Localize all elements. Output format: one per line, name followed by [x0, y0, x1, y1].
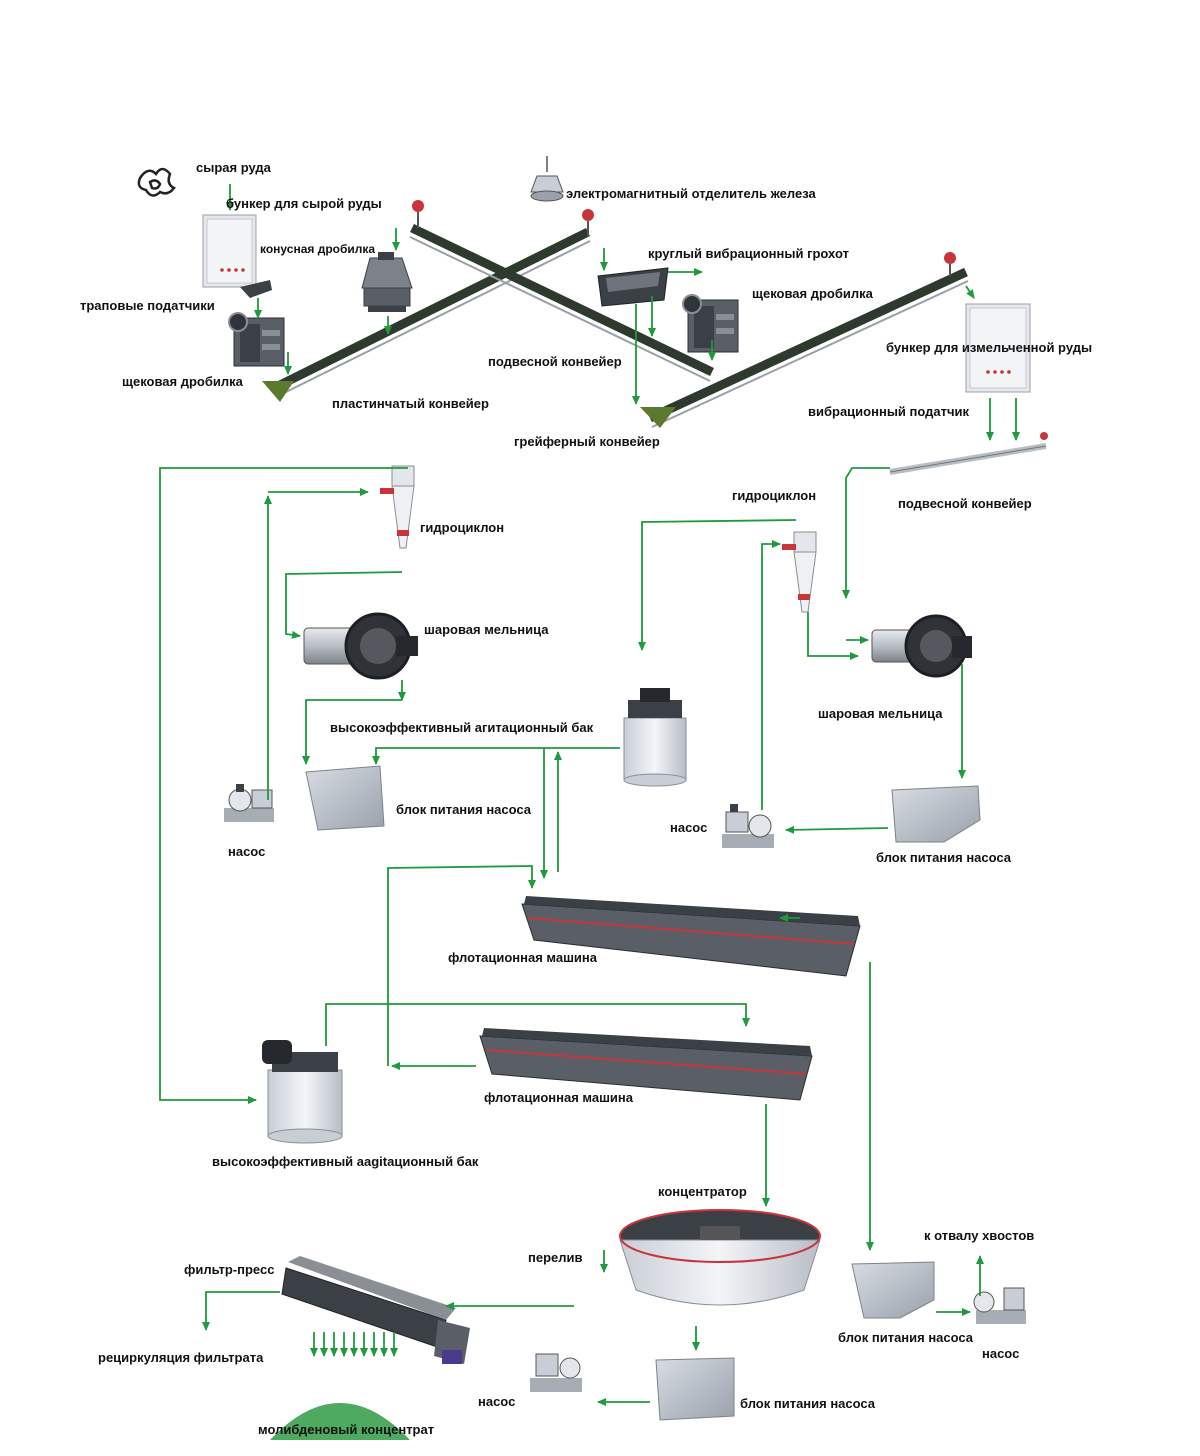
- flow-arrow: [159, 467, 408, 1104]
- electromagnetic-separator: [530, 156, 564, 202]
- label-overflow: перелив: [528, 1250, 583, 1265]
- hanging-conveyor-top: [409, 200, 714, 382]
- label-raw-ore: сырая руда: [196, 160, 271, 175]
- agitation-tank-bottom: [262, 1040, 343, 1144]
- filter-press: [281, 1256, 470, 1364]
- label-hanging-conveyor-right: подвесной конвейер: [898, 496, 1032, 511]
- flow-arrow: [785, 825, 889, 834]
- flotation-machine-1: [521, 896, 861, 977]
- flow-arrow: [540, 747, 620, 879]
- crushed-ore-bin: [965, 303, 1031, 393]
- label-plate-conveyor: пластинчатый конвейер: [332, 396, 489, 411]
- label-molybdenum-concentrate: молибденовый концентрат: [258, 1422, 435, 1437]
- label-agitation-tank-bottom: высокоэффективный aagitационный бак: [212, 1154, 479, 1169]
- plate-conveyor: [277, 209, 594, 395]
- raw-ore-bin: [202, 214, 272, 298]
- label-hydrocyclone-right: гидроциклон: [732, 488, 817, 503]
- flow-arrow: [761, 540, 781, 810]
- label-jaw-crusher-left: щековая дробилка: [122, 374, 243, 389]
- agitation-tank-top: [623, 688, 687, 787]
- label-pump-feed-block-bottom: блок питания насоса: [740, 1396, 876, 1411]
- label-ball-mill-left: шаровая мельница: [424, 622, 549, 637]
- pump-bottom: [530, 1353, 582, 1392]
- label-filter-press: фильтр-пресс: [184, 1262, 275, 1277]
- label-hydrocyclone-left: гидроциклон: [420, 520, 505, 535]
- molybdenum-concentrate-pile: [270, 1403, 410, 1440]
- label-crushed-ore-bin: бункер для измельченной руды: [886, 340, 1093, 355]
- pump-feed-block-left: [305, 765, 385, 831]
- label-pump-left: насос: [228, 844, 266, 859]
- label-hanging-conveyor-top: подвесной конвейер: [488, 354, 622, 369]
- raw-ore-icon: [137, 167, 176, 197]
- label-concentrator: концентратор: [658, 1184, 747, 1199]
- label-circular-vibrating-screen: круглый вибрационный грохот: [648, 246, 849, 261]
- flow-arrow: [325, 1003, 750, 1046]
- flow-arrow: [372, 747, 544, 765]
- label-flotation-machine-2: флотационная машина: [484, 1090, 633, 1105]
- concentrator: [619, 1209, 821, 1306]
- pump-feed-block-right: [891, 785, 981, 843]
- label-filtrate-recycling: рециркуляция фильтрата: [98, 1350, 264, 1365]
- label-vibrating-feeder: вибрационный податчик: [808, 404, 970, 419]
- flow-arrow: [302, 699, 402, 765]
- label-electromagnetic-separator: электромагнитный отделитель железа: [566, 186, 816, 201]
- jaw-crusher-right: [682, 294, 739, 353]
- flow-arrow: [387, 865, 536, 1066]
- pump-left: [224, 784, 274, 822]
- flow-arrow: [807, 612, 859, 660]
- label-flotation-machine-1: флотационная машина: [448, 950, 597, 965]
- label-grab-conveyor: грейферный конвейер: [514, 434, 660, 449]
- grab-conveyor: [648, 252, 969, 428]
- hydrocyclone-left: [380, 465, 415, 549]
- label-ball-mill-right: шаровая мельница: [818, 706, 943, 721]
- ball-mill-right: [871, 614, 972, 678]
- flow-arrow: [965, 285, 975, 299]
- pump-tailings: [973, 1287, 1026, 1324]
- hydrocyclone-right: [782, 531, 817, 613]
- label-agitation-tank-top: высокоэффективный агитационный бак: [330, 720, 594, 735]
- flotation-machine-2: [479, 1028, 813, 1101]
- flow-arrows: [159, 184, 1020, 1406]
- label-pump-bottom: насос: [478, 1394, 516, 1409]
- label-raw-ore-bin: бункер для сырой руды: [226, 196, 382, 211]
- label-pump-feed-block-right: блок питания насоса: [876, 850, 1012, 865]
- label-trap-feeders: траповые податчики: [80, 298, 215, 313]
- ball-mill-left: [303, 612, 418, 680]
- label-pump-right-top: насос: [670, 820, 708, 835]
- hanging-conveyor-right: [889, 432, 1048, 475]
- flow-arrow: [202, 1291, 280, 1331]
- label-pump-feed-block-tailings: блок питания насоса: [838, 1330, 974, 1345]
- pump-feed-block-bottom: [655, 1357, 735, 1421]
- cone-crusher: [361, 252, 413, 312]
- flow-arrow: [638, 519, 797, 651]
- pump-feed-block-tailings: [851, 1261, 935, 1319]
- label-jaw-crusher-right: щековая дробилка: [752, 286, 873, 301]
- hoppers: [262, 381, 676, 428]
- label-cone-crusher: конусная дробилка: [260, 242, 376, 256]
- label-tailings-dump: к отвалу хвостов: [924, 1228, 1035, 1243]
- flow-arrow: [842, 467, 890, 599]
- label-pump-feed-block-left: блок питания насоса: [396, 802, 532, 817]
- jaw-crusher-left: [228, 312, 285, 367]
- flow-arrow: [285, 571, 403, 639]
- circular-vibrating-screen: [597, 267, 669, 307]
- pump-right-top: [722, 804, 774, 848]
- label-pump-tailings: насос: [982, 1346, 1020, 1361]
